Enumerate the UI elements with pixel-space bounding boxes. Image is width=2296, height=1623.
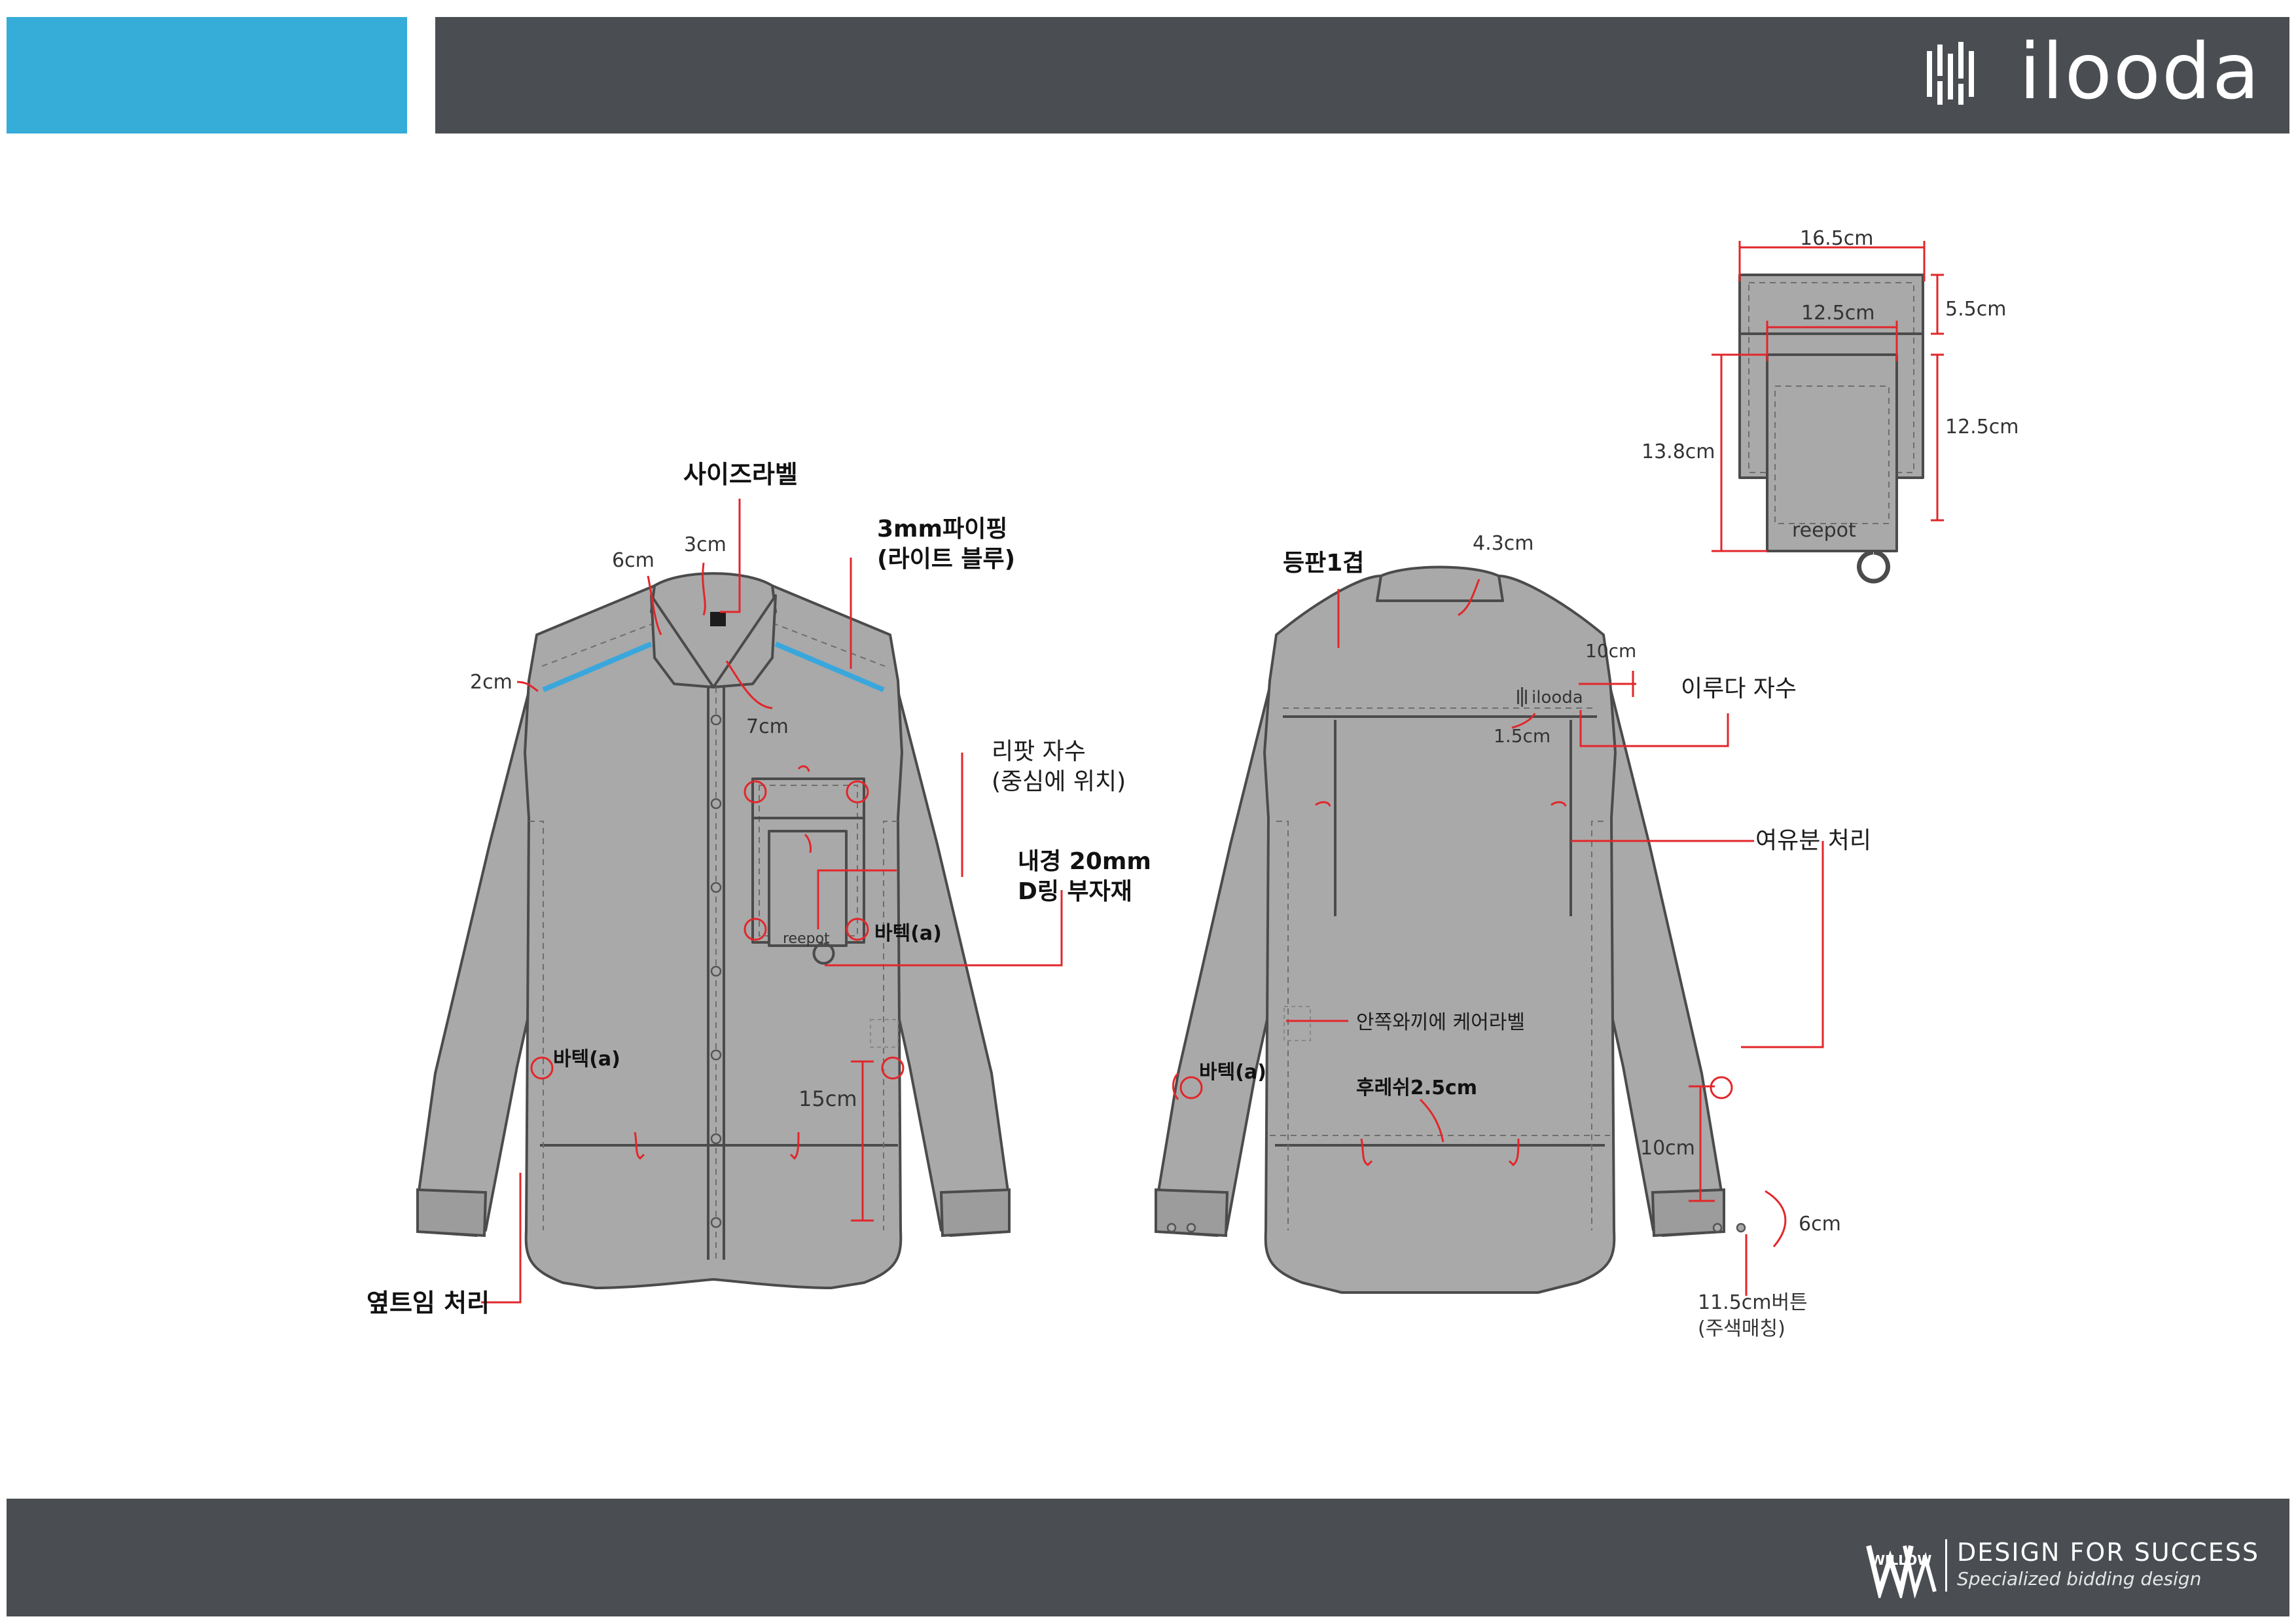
sleeve-10cm: 10cm [1640,1137,1695,1160]
front-shirt: reepot [416,572,1011,1289]
back-body [1263,575,1617,1294]
pocket-front-panel [1766,353,1898,552]
front-buttons [710,714,722,1228]
side-bartack-label: 바텍(a) [553,1048,620,1071]
back-shirt: ilooda [1155,565,1746,1294]
front-collar-left [650,594,715,688]
size-label-text: 사이즈라벨 [683,460,798,489]
footer-subtitle: Specialized bidding design [1957,1568,2202,1590]
piping-color-label: (라이트 블루) [877,546,1015,573]
pocket-h-125: 12.5cm [1945,416,2019,438]
front-annotations: 사이즈라벨 3mm파이핑 (라이트 블루) 3cm 6cm 2cm 7cm 리팟… [367,460,1151,1317]
ease-label: 여유분 처리 [1755,827,1871,854]
front-body [524,584,903,1289]
back-bartack-label: 바텍(a) [1199,1061,1266,1084]
size-label-tag [710,612,726,626]
pocket-detail-logo: reepot [1792,519,1856,542]
piping-right [774,641,885,692]
button-size-label: 11.5cm버튼 [1698,1291,1808,1314]
back-hem-label: 후레쉬2.5cm [1356,1077,1477,1099]
dring-label: D링 부자재 [1018,878,1132,905]
front-left-cuff [416,1188,488,1238]
collar-7cm: 7cm [746,715,789,738]
button-color-label: (주색매칭) [1698,1317,1785,1340]
header-bar [435,17,2289,134]
piping-label: 3mm파이핑 [877,516,1007,543]
willow-logo-icon [1866,1545,1937,1598]
collar-6cm: 6cm [612,549,655,572]
header-accent-bar [7,17,407,134]
brand-name: ilooda [2019,26,2261,116]
side-slit-label: 옆트임 처리 [367,1289,490,1317]
pocket-bartack-label: 바텍(a) [874,922,942,945]
pocket-logo-text: reepot [783,931,830,947]
logo-10cm: 10cm [1585,640,1636,662]
pocket-detail: reepot 16.5cm 12.5cm 5.5cm 12.5cm 13.8cm [1641,227,2019,584]
footer-mark-text: WILLOW [1871,1552,1932,1568]
piping-left [542,641,653,692]
pocket-w-165: 16.5cm [1800,227,1874,250]
front-pocket-inner [768,830,848,947]
footer-slogan: DESIGN FOR SUCCESS [1957,1538,2260,1567]
back-collar [1376,565,1504,602]
footer-divider [1945,1539,1947,1592]
shoulder-2cm: 2cm [470,671,512,694]
hem-15cm: 15cm [798,1086,857,1111]
care-label-text: 안쪽와끼에 케어라벨 [1356,1011,1525,1034]
back-yoke-label: 등판1겹 [1283,550,1364,577]
back-logo: ilooda [1517,687,1583,707]
patch-emb-label: 리팟 자수 [992,738,1086,765]
back-collar-43cm: 4.3cm [1473,532,1534,555]
pocket-w-125: 12.5cm [1801,302,1875,325]
collar-3cm: 3cm [684,533,726,556]
front-right-cuff [939,1188,1011,1238]
back-logo-text: ilooda [1532,688,1583,707]
logo-15cm: 1.5cm [1494,725,1551,747]
pocket-d-ring-icon [1857,550,1890,584]
d-ring-icon [812,942,835,965]
logo-emb-label: 이루다 자수 [1681,675,1797,702]
dring-size-label: 내경 20mm [1018,848,1151,875]
cuff-6cm: 6cm [1799,1213,1841,1236]
pocket-h-55: 5.5cm [1945,298,2006,321]
pocket-h-138: 13.8cm [1641,440,1715,463]
patch-emb-position: (중심에 위치) [992,768,1126,795]
back-annotations: 등판1겹 4.3cm 10cm 이루다 자수 1.5cm 여유분 처리 안쪽와끼… [1172,532,1871,1340]
brand-logo-icon [1927,42,1974,105]
